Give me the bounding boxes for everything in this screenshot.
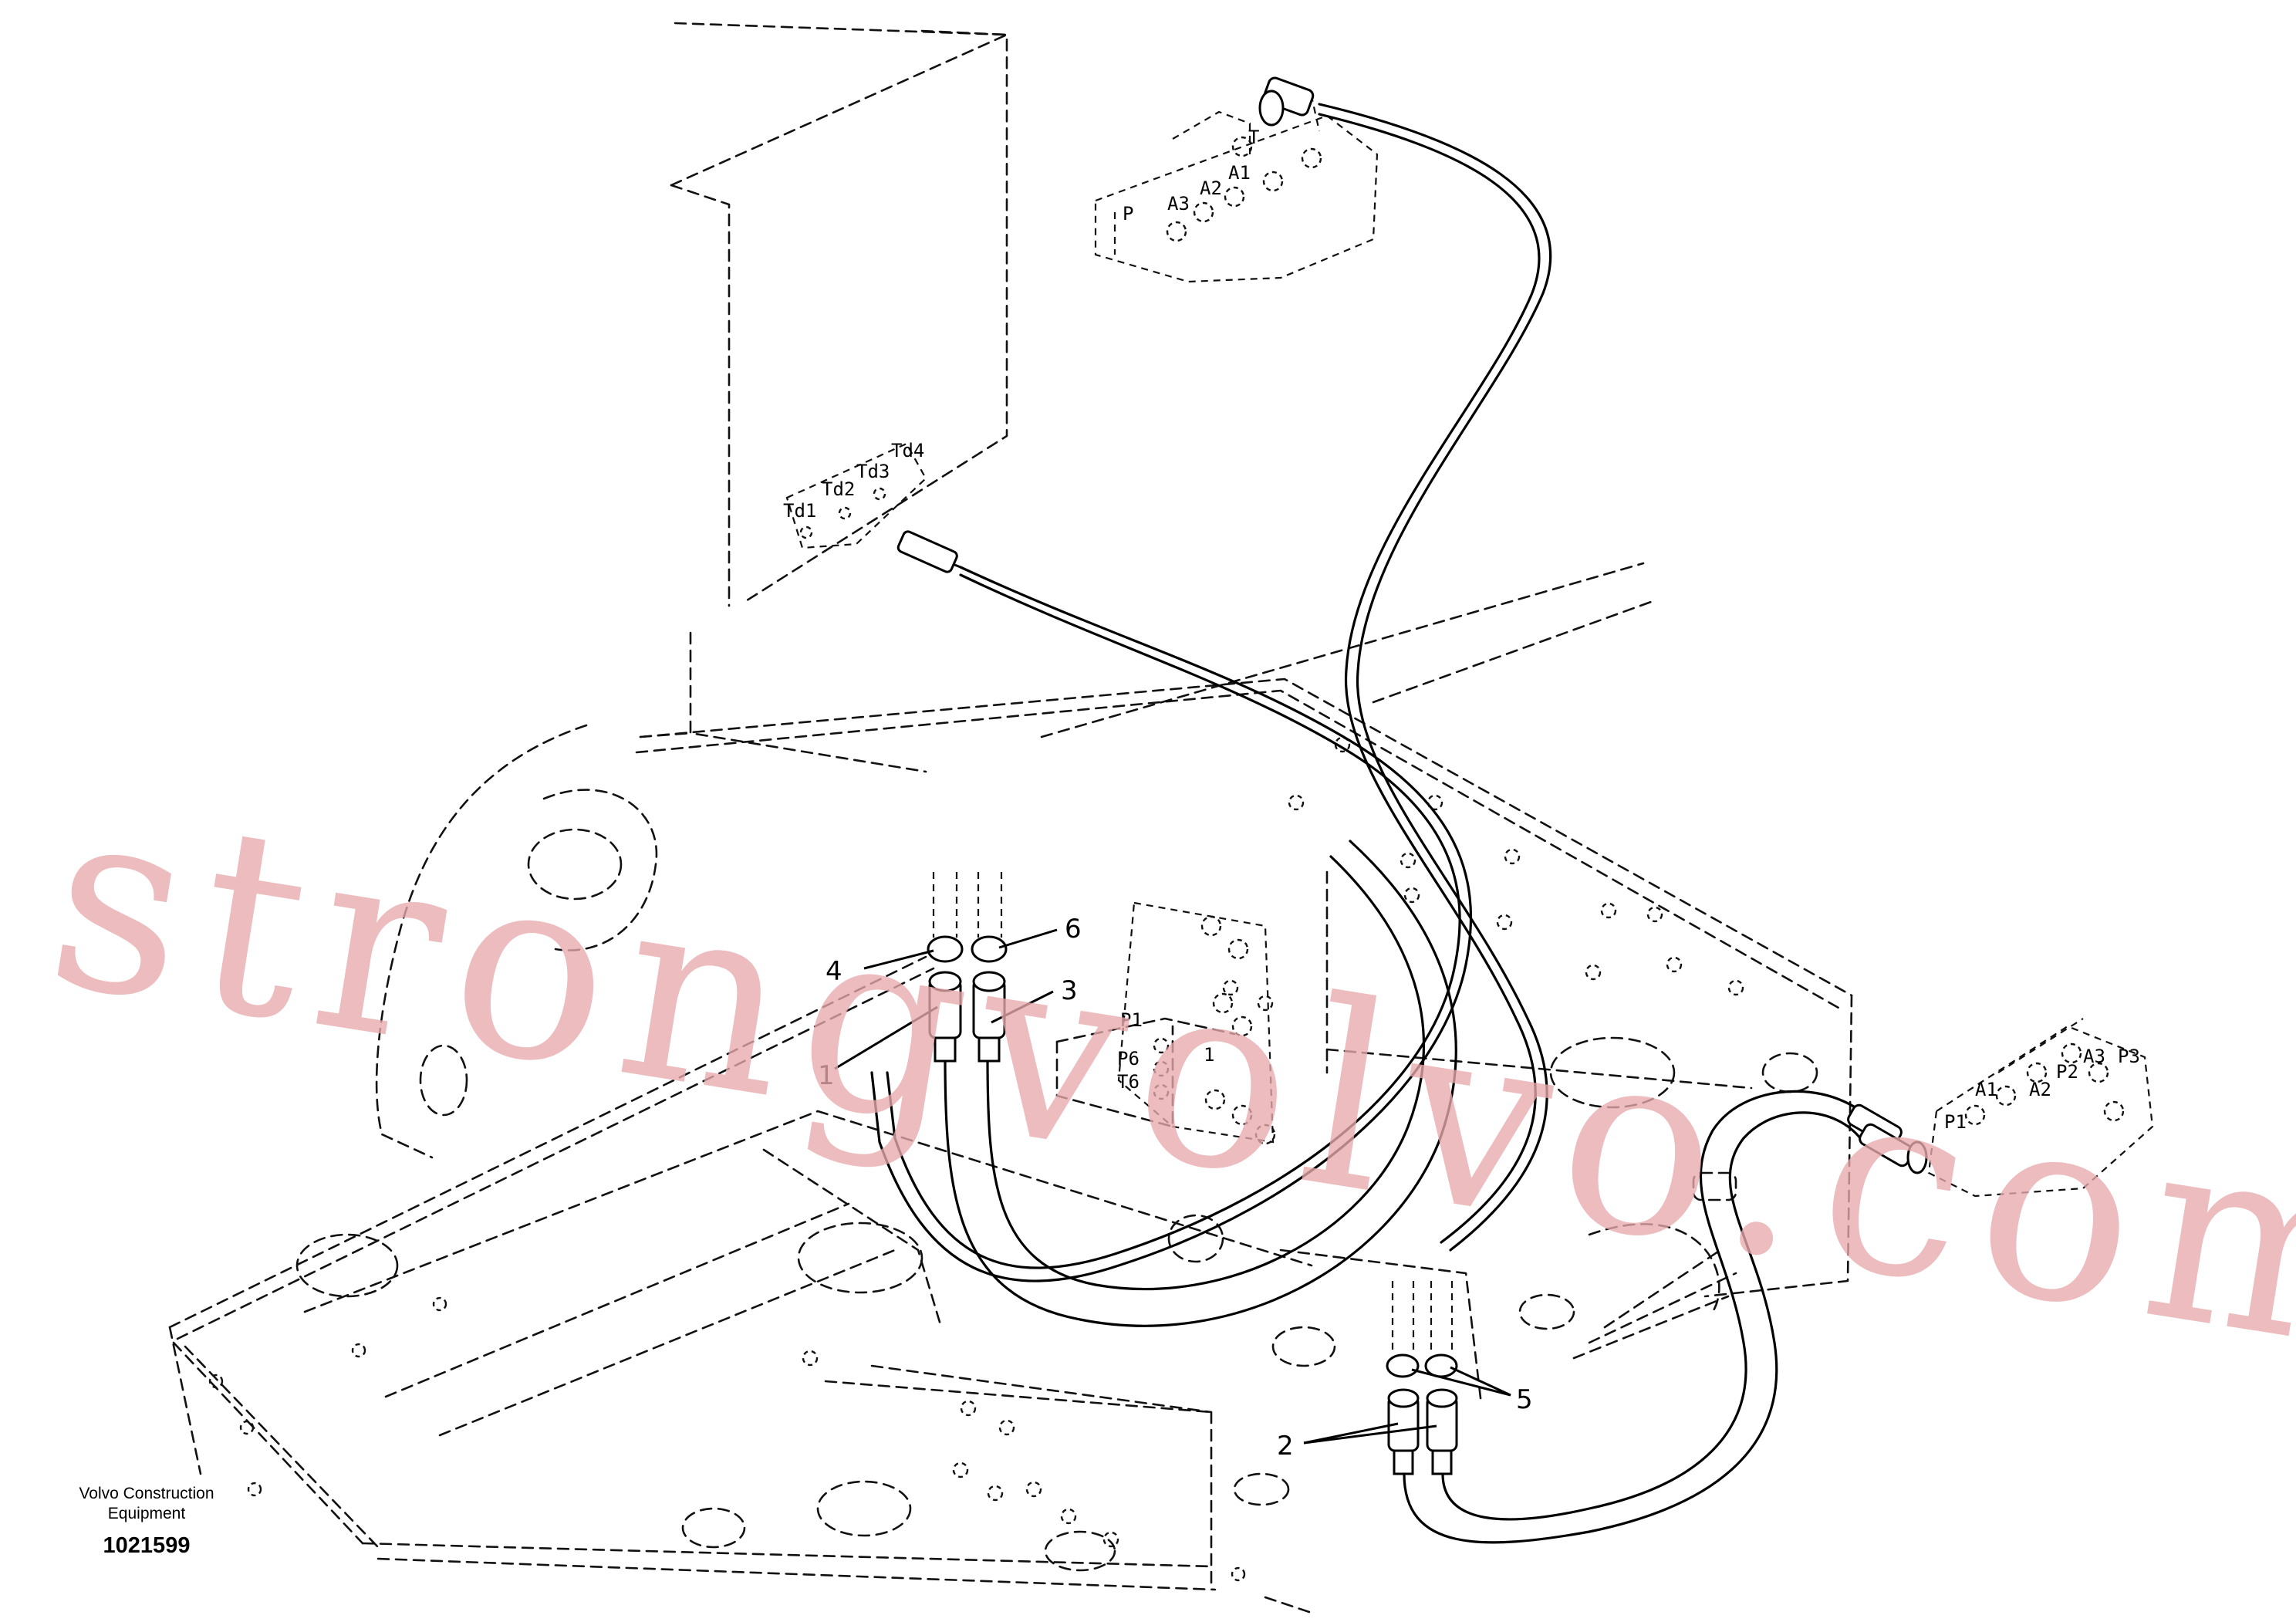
company-name-line1: Volvo Construction xyxy=(79,1485,214,1502)
callout-6: 6 xyxy=(1065,914,1082,944)
center-valve-block: P1 P6 T6 1 xyxy=(1117,901,1276,1145)
hose-lines xyxy=(870,103,1880,1544)
bolt-pattern xyxy=(208,736,1744,1582)
hose-travel xyxy=(870,566,1473,1282)
travel-port-td4: Td4 xyxy=(891,440,924,461)
top-valve-port-t: T xyxy=(1248,127,1259,148)
right-port-a3: A3 xyxy=(2083,1046,2105,1067)
travel-port-td3: Td3 xyxy=(856,461,890,482)
top-valve-port-a2: A2 xyxy=(1200,177,1222,199)
callout-5: 5 xyxy=(1516,1384,1533,1415)
callout-1: 1 xyxy=(818,1060,835,1091)
center-port-t6: T6 xyxy=(1117,1071,1140,1093)
right-port-p3: P3 xyxy=(2118,1046,2140,1067)
hose-left-pair xyxy=(944,840,1457,1327)
top-valve-port-a3: A3 xyxy=(1167,193,1190,215)
top-valve-port-p: P xyxy=(1123,203,1133,225)
callout-2: 2 xyxy=(1277,1431,1294,1461)
travel-port-td1: Td1 xyxy=(783,500,816,522)
hose-top-valve xyxy=(1318,103,1552,1252)
center-port-p1: P1 xyxy=(1120,1009,1143,1031)
hose-fittings xyxy=(896,76,1928,1475)
center-port-1: 1 xyxy=(1204,1044,1214,1066)
right-control-valve: A1 P2 A3 P3 P1 A2 xyxy=(1927,1018,2154,1198)
watermark: strongvolvo.com xyxy=(33,747,2296,1412)
travel-port-td2: Td2 xyxy=(822,478,855,500)
travel-port-block: Td1 Td2 Td3 Td4 xyxy=(783,440,927,549)
right-port-p2: P2 xyxy=(2056,1061,2078,1083)
right-port-p1: P1 xyxy=(1944,1111,1967,1133)
callout-3: 3 xyxy=(1061,975,1078,1006)
callout-numbers: 1 2 3 4 5 6 xyxy=(818,914,1533,1461)
title-block: Volvo Construction Equipment 1021599 xyxy=(79,1485,214,1558)
callout-4: 4 xyxy=(826,956,842,987)
callout-leaders xyxy=(834,928,1511,1445)
right-port-a2: A2 xyxy=(2029,1079,2051,1100)
top-valve-port-a1: A1 xyxy=(1228,162,1251,184)
right-port-a1: A1 xyxy=(1975,1079,1997,1100)
machine-frame-outline xyxy=(168,22,1853,1614)
hose-right-loop xyxy=(1403,1111,1865,1544)
center-port-p6: P6 xyxy=(1117,1048,1140,1070)
drawing-number: 1021599 xyxy=(103,1533,191,1558)
top-control-valve: T A1 A2 A3 P xyxy=(1094,95,1379,283)
company-name-line2: Equipment xyxy=(108,1505,186,1522)
